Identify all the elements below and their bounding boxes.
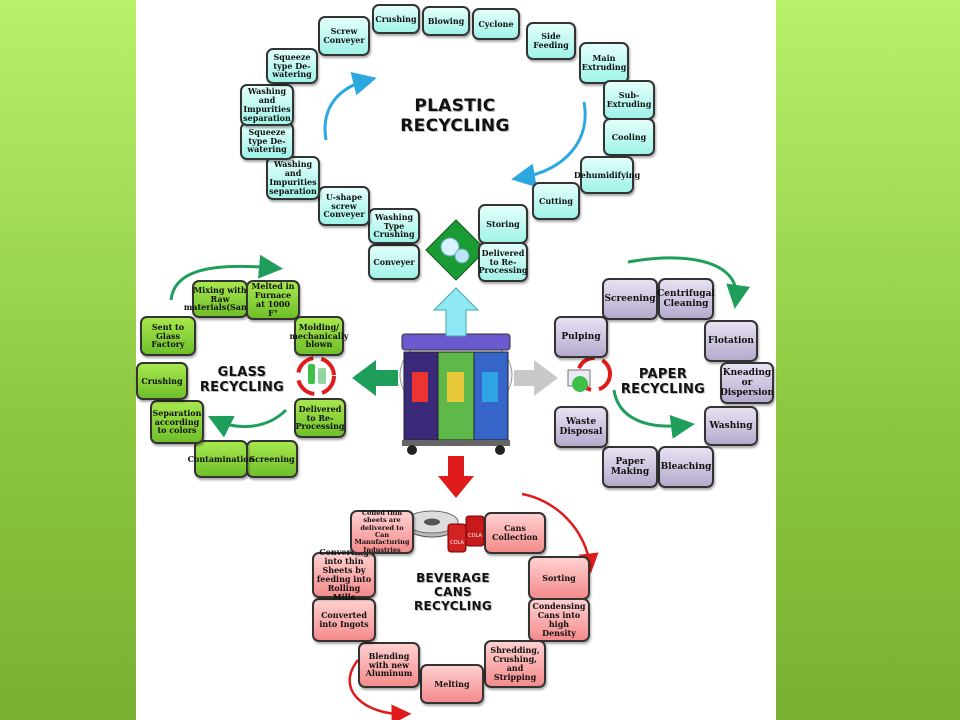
paper-step: Bleaching [658, 446, 714, 488]
plastic-step: Cyclone [472, 8, 520, 40]
glass-step: Contamination [188, 440, 254, 478]
plastic-cycle-arrow-left [323, 72, 377, 141]
plastic-step: Squeeze type De-watering [240, 122, 294, 160]
glass-step: Screening [246, 440, 298, 478]
cans-cycle-arrow-bottom [348, 659, 412, 720]
paper-cycle-arrow-top [627, 256, 750, 309]
arrow-to-cans [438, 456, 474, 498]
can-label-left: COLA [450, 540, 464, 546]
plastic-step: Squeeze type De-watering [266, 48, 318, 84]
arrow-to-glass [352, 360, 398, 396]
cans-title-line3: RECYCLING [413, 598, 493, 613]
glass-step: Mixing with Raw materials(Sand) [184, 280, 256, 318]
cans-step: Converting into thin Sheets by feeding i… [312, 548, 376, 601]
paper-step: Screening [602, 278, 658, 320]
right-green-panel [776, 0, 960, 720]
plastic-title-line2: RECYCLING [400, 115, 510, 136]
glass-step: Crushing [136, 362, 188, 400]
plastic-step: Cooling [603, 118, 655, 156]
plastic-step: Cutting [532, 182, 580, 220]
cans-title-line1: BEVERAGE [416, 571, 490, 585]
arrow-to-paper [514, 360, 558, 396]
plastic-step: Dehumidifying [574, 156, 640, 194]
paper-step: Washing [704, 406, 758, 446]
paper-recycle-symbol-icon [567, 356, 612, 392]
cola-cans-icon: COLA COLA [447, 515, 485, 553]
paper-step: Pulping [554, 316, 608, 358]
paper-step: Centrifugal Cleaning [657, 278, 715, 320]
plastic-step: Crushing [372, 4, 420, 34]
plastic-step: Blowing [422, 6, 470, 36]
paper-title-line2: RECYCLING [620, 381, 706, 397]
cans-step: Condensing Cans into high Density [528, 598, 590, 642]
plastic-step: Washing and Impurities separation [240, 84, 294, 126]
plastic-step: Storing [478, 204, 528, 244]
plastic-cycle-arrow-right [511, 101, 587, 188]
plastic-step: Sub-Extruding [603, 80, 655, 120]
paper-cycle-arrow-bottom [612, 389, 695, 439]
plastic-step: Conveyer [368, 244, 420, 280]
cans-step: Sorting [528, 556, 590, 600]
plastic-step: Screw Conveyer [318, 16, 370, 56]
plastic-step: Main Extruding [579, 42, 629, 84]
glass-cycle-arrow-top [169, 254, 283, 301]
glass-step: Molding/ mechanically blown [289, 316, 349, 356]
cans-step: Converted into Ingots [312, 598, 376, 642]
paper-step: Flotation [704, 320, 758, 362]
left-green-panel [0, 0, 136, 720]
cans-step: Cans Collection [484, 512, 546, 554]
paper-title-line1: PAPER [638, 367, 688, 382]
glass-recycle-symbol-icon [296, 356, 336, 396]
glass-recycling-title: GLASS RECYCLING [194, 365, 290, 396]
cans-step: Blending with new Aluminum [358, 642, 420, 688]
cans-step: Coiled thin sheets are delivered to Can … [350, 510, 414, 554]
cans-step: Shredding, Crushing, and Stripping [484, 640, 546, 688]
cans-recycling-title: BEVERAGE CANS RECYCLING [398, 571, 508, 613]
plastic-recycle-symbol-icon [425, 219, 487, 281]
glass-step: Melted in Furnace at 1000 F° [246, 280, 300, 320]
glass-title-line1: GLASS [217, 365, 267, 380]
plastic-step: Washing and Impurities separation [266, 156, 320, 200]
arrow-to-plastic [432, 287, 480, 337]
paper-recycling-title: PAPER RECYCLING [608, 367, 718, 398]
glass-step: Sent to Glass Factory [140, 316, 196, 356]
paper-step: Paper Making [602, 446, 658, 488]
paper-step: Kneading or Dispersion [720, 362, 774, 404]
plastic-recycling-title: PLASTIC RECYCLING [380, 96, 530, 136]
glass-step: Delivered to Re-Processing [294, 398, 346, 438]
cans-step: Melting [420, 664, 484, 704]
plastic-step: Delivered to Re-Processing [478, 242, 528, 282]
cans-title-line2: CANS [434, 584, 472, 599]
diagram-canvas: COLA COLA PLASTIC RECYCLING Crushing Blo… [136, 0, 776, 720]
plastic-step: Side Feeding [526, 22, 576, 60]
glass-cycle-arrow-bottom [207, 408, 288, 438]
cans-cycle-arrow-top [521, 492, 599, 574]
can-label-right: COLA [468, 533, 482, 539]
plastic-step: Washing Type Crushing [368, 208, 420, 244]
diagram-graphics: COLA COLA [169, 72, 750, 720]
glass-step: Separation according to colors [150, 400, 204, 444]
recycling-bins-icon [399, 332, 513, 455]
glass-title-line2: RECYCLING [199, 379, 285, 395]
plastic-title-line1: PLASTIC [414, 96, 496, 116]
plastic-step: U-shape screw Conveyer [318, 186, 370, 226]
paper-step: Waste Disposal [554, 406, 608, 448]
